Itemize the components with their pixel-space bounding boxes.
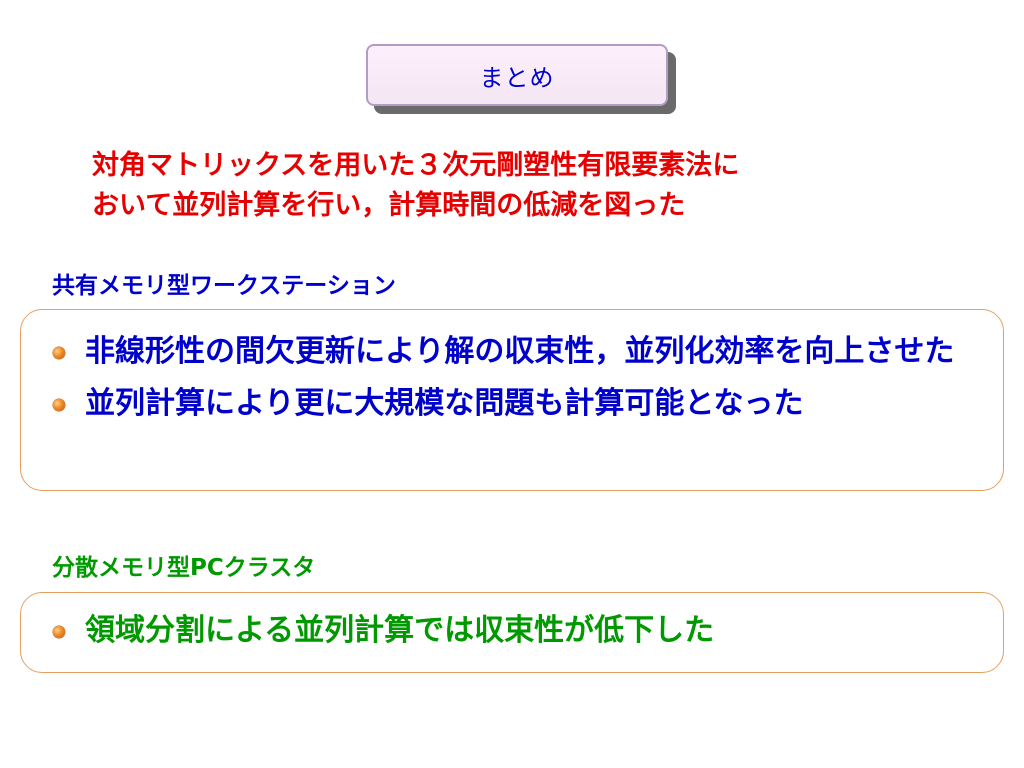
bullet-item: 並列計算により更に大規模な問題も計算可能となった	[51, 382, 993, 426]
section-heading-shared-memory: 共有メモリ型ワークステーション	[52, 273, 396, 299]
distributed-memory-box: 領域分割による並列計算では収束性が低下した	[20, 592, 1004, 673]
intro-line-1: 対角マトリックスを用いた３次元剛塑性有限要素法に	[92, 150, 740, 181]
bullet-text: 非線形性の間欠更新により解の収束性，並列化効率を向上させた	[85, 334, 955, 369]
bullet-text: 並列計算により更に大規模な問題も計算可能となった	[85, 386, 804, 421]
section-heading-distributed-memory: 分散メモリ型PCクラスタ	[52, 555, 316, 581]
shared-memory-bullet-list: 非線形性の間欠更新により解の収束性，並列化効率を向上させた 並列計算により更に大…	[51, 330, 993, 426]
distributed-memory-bullet-list: 領域分割による並列計算では収束性が低下した	[51, 609, 993, 653]
slide-title: まとめ	[479, 63, 555, 92]
shared-memory-box: 非線形性の間欠更新により解の収束性，並列化効率を向上させた 並列計算により更に大…	[20, 309, 1004, 491]
bullet-item: 領域分割による並列計算では収束性が低下した	[51, 609, 993, 653]
intro-text: 対角マトリックスを用いた３次元剛塑性有限要素法に おいて並列計算を行い，計算時間…	[92, 146, 739, 226]
orange-sphere-bullet-icon	[53, 347, 65, 359]
bullet-text: 領域分割による並列計算では収束性が低下した	[85, 613, 715, 648]
title-box: まとめ	[366, 44, 668, 106]
intro-line-2: おいて並列計算を行い，計算時間の低減を図った	[92, 190, 686, 221]
orange-sphere-bullet-icon	[53, 626, 65, 638]
orange-sphere-bullet-icon	[53, 399, 65, 411]
bullet-item: 非線形性の間欠更新により解の収束性，並列化効率を向上させた	[51, 330, 993, 374]
